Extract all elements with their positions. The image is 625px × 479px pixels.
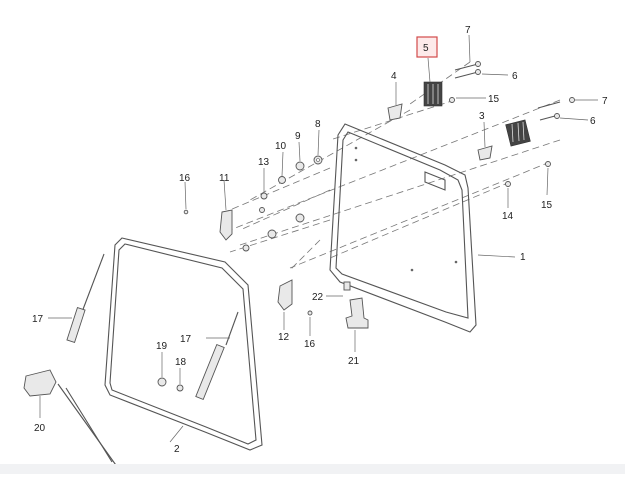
callout-label-15a: 15 bbox=[488, 94, 500, 105]
callout-label-10: 10 bbox=[275, 141, 287, 152]
callout-label-4: 4 bbox=[391, 71, 397, 82]
callout-label-13: 13 bbox=[258, 157, 270, 168]
part-2-window-frame bbox=[104, 237, 263, 451]
part-12-bracket bbox=[277, 279, 293, 330]
callout-label-16a: 16 bbox=[179, 173, 191, 184]
part-17-gas-strut-right bbox=[195, 311, 239, 401]
callout-label-20: 20 bbox=[34, 423, 46, 434]
callout-label-2: 2 bbox=[174, 444, 180, 455]
part-20-wiper-assembly bbox=[23, 369, 119, 469]
callout-label-22: 22 bbox=[312, 292, 324, 303]
callout-label-1: 1 bbox=[520, 252, 526, 263]
callout-label-5: 5 bbox=[423, 43, 429, 54]
callout-label-6a: 6 bbox=[512, 71, 518, 82]
callout-label-16b: 16 bbox=[304, 339, 316, 350]
part-3-cap bbox=[477, 121, 493, 161]
part-5-hinge-block bbox=[423, 57, 443, 107]
part-18-19-plugs bbox=[157, 352, 184, 392]
callout-label-7a: 7 bbox=[465, 25, 471, 36]
callout-label-18: 18 bbox=[175, 357, 187, 368]
callout-5-highlight bbox=[416, 36, 438, 58]
callout-label-3: 3 bbox=[479, 111, 485, 122]
callout-label-17a: 17 bbox=[32, 314, 44, 325]
part-1-glass-panel bbox=[329, 123, 516, 333]
callout-label-6b: 6 bbox=[590, 116, 596, 127]
callout-label-8: 8 bbox=[315, 119, 321, 130]
part-21-latch bbox=[345, 297, 369, 352]
callout-label-14: 14 bbox=[502, 211, 514, 222]
callout-label-9: 9 bbox=[295, 131, 301, 142]
callout-label-17b: 17 bbox=[180, 334, 192, 345]
hinge-block-right bbox=[505, 119, 531, 147]
callout-labels: 1 2 3 4 5 6 6 7 7 8 9 10 11 12 13 14 15 … bbox=[32, 25, 608, 455]
part-11-bracket bbox=[219, 179, 233, 241]
bottom-strip bbox=[0, 464, 625, 474]
part-6-7-bolts bbox=[449, 34, 598, 208]
callout-label-21: 21 bbox=[348, 356, 360, 367]
callout-label-11: 11 bbox=[219, 173, 230, 184]
callout-label-15b: 15 bbox=[541, 200, 553, 211]
part-8-9-10-13-spacers bbox=[242, 129, 323, 252]
part-4-cap bbox=[387, 82, 403, 121]
callout-label-12: 12 bbox=[278, 332, 290, 343]
part-17-gas-strut-left bbox=[48, 253, 105, 343]
assembly-axis-lines bbox=[224, 61, 561, 271]
callout-label-7b: 7 bbox=[602, 96, 608, 107]
callout-label-19: 19 bbox=[156, 341, 168, 352]
part-16-22-fasteners bbox=[183, 181, 351, 336]
